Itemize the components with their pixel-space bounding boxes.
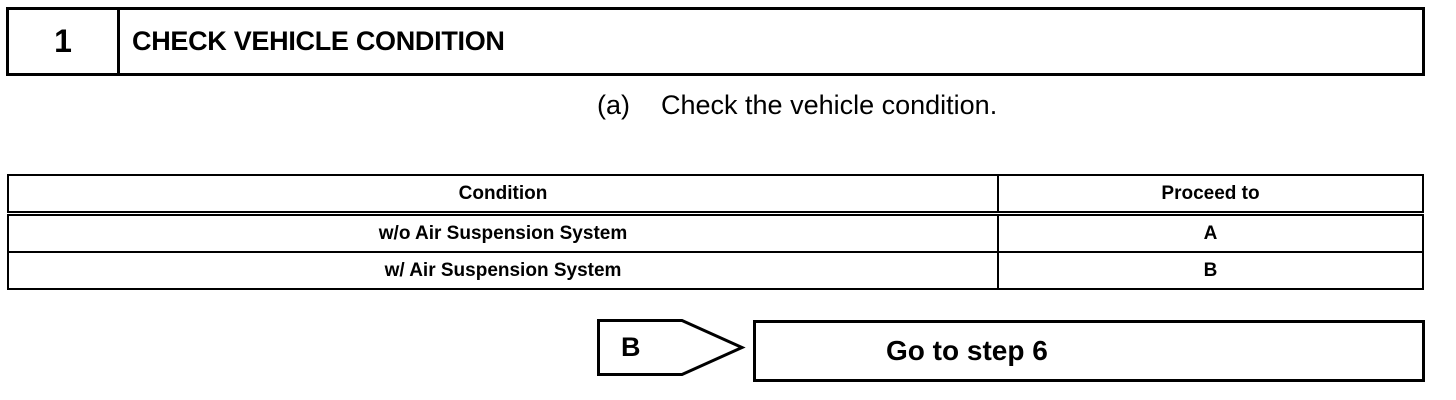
header-condition: Condition (7, 174, 999, 216)
instruction-marker: (a) (597, 90, 630, 120)
table-row: w/o Air Suspension System A (7, 212, 1424, 253)
go-to-step-label: Go to step 6 (886, 335, 1048, 366)
header-proceed-to: Proceed to (997, 174, 1424, 216)
instruction: (a) Check the vehicle condition. (597, 90, 997, 121)
step-header: 1 CHECK VEHICLE CONDITION (6, 7, 1425, 76)
cell-proceed-to: B (997, 251, 1424, 290)
table-header-row: Condition Proceed to (7, 174, 1424, 216)
go-to-step-box: Go to step 6 (753, 320, 1425, 382)
step-number: 1 (9, 10, 120, 73)
table-row: w/ Air Suspension System B (7, 251, 1424, 290)
result-tag: B (597, 319, 747, 377)
arrow-tag-icon (597, 319, 746, 376)
result-tag-label: B (621, 332, 641, 362)
instruction-text: Check the vehicle condition. (661, 90, 998, 120)
condition-table: Condition Proceed to w/o Air Suspension … (7, 174, 1424, 290)
cell-condition: w/ Air Suspension System (7, 251, 999, 290)
step-title: CHECK VEHICLE CONDITION (132, 26, 505, 56)
cell-condition: w/o Air Suspension System (7, 212, 999, 253)
cell-proceed-to: A (997, 212, 1424, 253)
